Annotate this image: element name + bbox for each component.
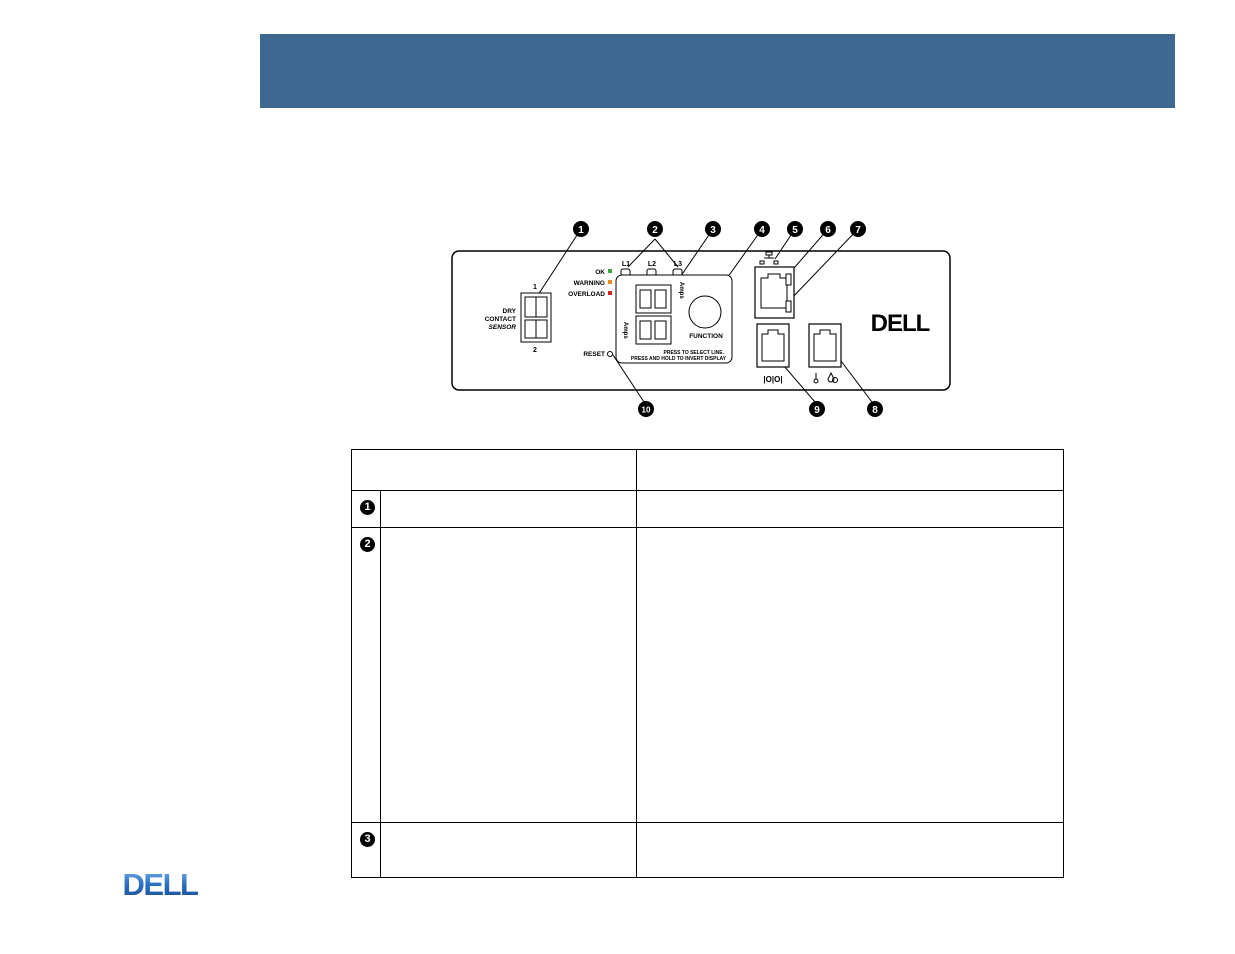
callout-10: 10 <box>638 401 654 417</box>
callout-2: 2 <box>647 221 663 237</box>
table-cell-description <box>636 822 1064 878</box>
temperature-humidity-port <box>808 323 842 384</box>
table-row: 2 <box>351 527 1064 823</box>
callout-6: 6 <box>820 221 836 237</box>
callout-3: 3 <box>705 221 721 237</box>
svg-text:CONTACT: CONTACT <box>485 316 516 323</box>
status-led-legend: OK WARNING OVERLOAD <box>568 269 612 298</box>
marker-3-icon: 3 <box>360 832 375 847</box>
table-row: 3 <box>351 822 1064 878</box>
serial-port: |O|O| <box>756 323 790 384</box>
svg-text:PRESS AND HOLD TO INVERT DISPL: PRESS AND HOLD TO INVERT DISPLAY <box>631 356 727 362</box>
header-banner <box>260 34 1175 108</box>
svg-text:2: 2 <box>533 347 537 354</box>
svg-text:DELL: DELL <box>871 310 930 337</box>
marker-2-icon: 2 <box>360 537 375 552</box>
table-header-description <box>636 449 1064 491</box>
callout-7: 7 <box>850 221 866 237</box>
svg-text:8: 8 <box>872 405 878 416</box>
amps-display-area: Amps Amps FUNCTION PRESS TO SELECT LINE.… <box>615 274 733 364</box>
marker-1-icon: 1 <box>360 500 375 515</box>
svg-text:OK: OK <box>595 269 605 276</box>
svg-text:3: 3 <box>710 225 716 236</box>
network-port <box>754 251 795 319</box>
svg-text:L3: L3 <box>674 261 682 268</box>
reset-button: RESET <box>583 351 613 358</box>
svg-text:WARNING: WARNING <box>574 280 605 287</box>
callout-1: 1 <box>573 221 589 237</box>
svg-text:4: 4 <box>759 225 765 236</box>
table-header-row <box>351 449 1064 491</box>
svg-text:PRESS TO SELECT LINE.: PRESS TO SELECT LINE. <box>664 350 725 356</box>
svg-text:10: 10 <box>642 406 651 415</box>
table-row: 1 <box>351 490 1064 528</box>
svg-text:L2: L2 <box>648 261 656 268</box>
dell-logo: DELL <box>110 866 210 905</box>
table-cell-item <box>380 822 637 878</box>
humidity-icon <box>827 371 838 383</box>
thermometer-icon <box>813 373 819 384</box>
callout-8: 8 <box>867 401 883 417</box>
svg-text:|O|O|: |O|O| <box>763 375 782 384</box>
function-button <box>688 295 722 329</box>
svg-text:1: 1 <box>578 225 584 236</box>
svg-text:FUNCTION: FUNCTION <box>689 333 723 340</box>
svg-text:5: 5 <box>792 225 798 236</box>
table-cell-description <box>636 527 1064 823</box>
panel-dell-logo: DELL <box>871 310 931 337</box>
svg-text:DELL: DELL <box>123 867 199 900</box>
dry-contact-sensor-ports: 1 2 DRY CONTACT SENSOR <box>485 284 552 354</box>
callout-5: 5 <box>787 221 803 237</box>
svg-text:7: 7 <box>855 225 861 236</box>
svg-text:Amps: Amps <box>622 322 628 339</box>
pdu-front-panel-diagram: 1 2 3 4 5 6 7 8 9 10 1 2 DRY CONTACT SEN… <box>440 212 970 424</box>
table-cell-item <box>380 527 637 823</box>
svg-text:OVERLOAD: OVERLOAD <box>568 291 605 298</box>
svg-text:2: 2 <box>652 225 658 236</box>
svg-text:RESET: RESET <box>583 351 605 358</box>
table-cell-item <box>380 490 637 528</box>
svg-text:DRY: DRY <box>503 308 517 315</box>
svg-text:9: 9 <box>814 405 820 416</box>
svg-text:6: 6 <box>825 225 831 236</box>
callout-9: 9 <box>809 401 825 417</box>
callout-4: 4 <box>754 221 770 237</box>
svg-text:Amps: Amps <box>678 282 684 299</box>
svg-text:1: 1 <box>533 284 537 291</box>
table-cell-description <box>636 490 1064 528</box>
svg-text:L1: L1 <box>622 261 630 268</box>
table-header-component <box>351 449 637 491</box>
component-legend-table: 1 2 3 <box>351 449 1064 878</box>
svg-text:SENSOR: SENSOR <box>489 324 517 331</box>
